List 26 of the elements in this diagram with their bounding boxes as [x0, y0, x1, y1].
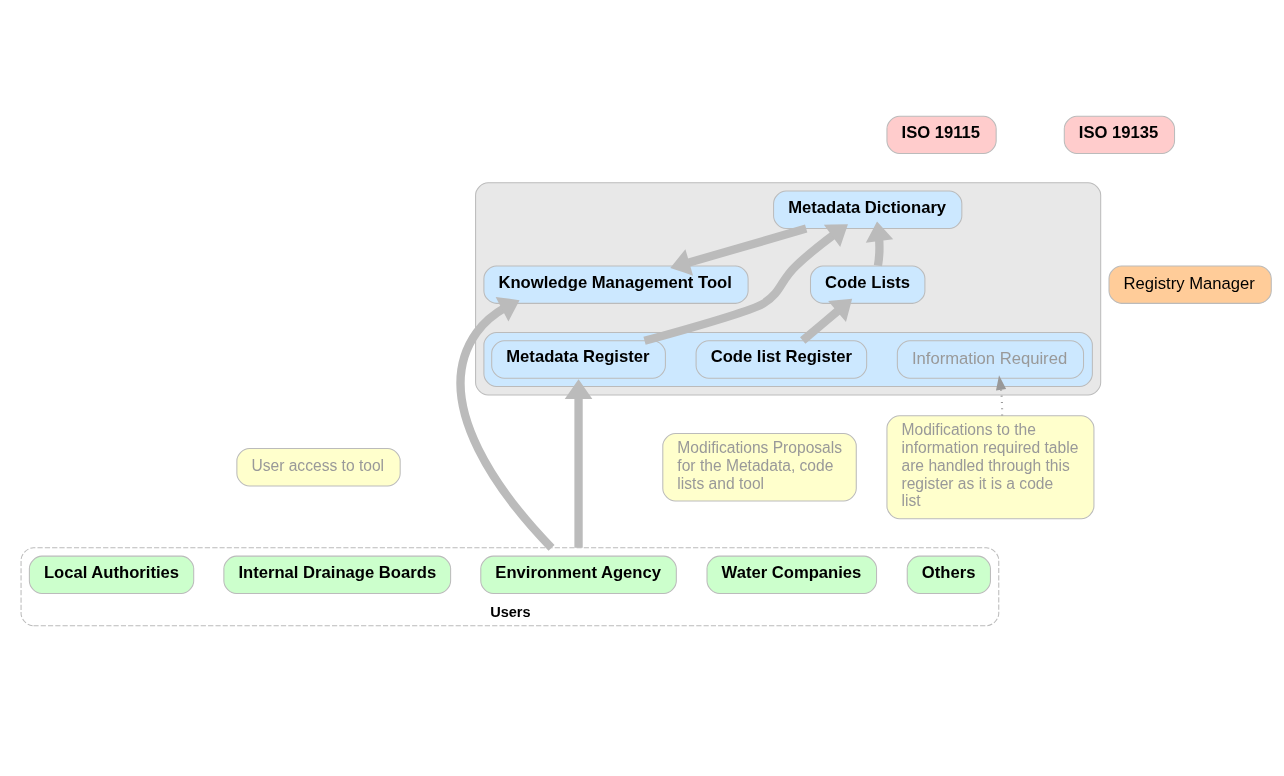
arrow — [996, 374, 1007, 416]
node-box: Modifications to the information required table are handled through this register as it is a code list — [886, 414, 1095, 519]
node-box: Metadata Register — [491, 339, 666, 379]
node-box: Environment Agency — [480, 555, 677, 594]
arrow — [643, 223, 848, 345]
node-box: Code Lists — [810, 264, 926, 304]
arrow — [456, 296, 555, 551]
cluster — [483, 331, 1093, 387]
node-box: Information Required — [896, 339, 1085, 379]
node-box: ISO 19115 — [886, 115, 997, 154]
node-box: Modifications Proposals for the Metadata, code lists and tool — [662, 432, 857, 501]
arrow — [865, 220, 894, 266]
node-box: Registry Manager — [1108, 264, 1272, 304]
node-box: Internal Drainage Boards — [223, 555, 452, 594]
node-box: Local Authorities — [28, 555, 195, 594]
arrow — [800, 298, 853, 344]
node-box: ISO 19135 — [1063, 115, 1176, 154]
arrow — [670, 224, 808, 276]
node-box: Code list Register — [695, 339, 868, 379]
node-box: Water Companies — [706, 555, 878, 594]
node-box: Others — [906, 555, 991, 594]
node-box: Knowledge Management Tool — [483, 264, 749, 304]
cluster — [475, 181, 1102, 395]
node-box: User access to tool — [236, 447, 401, 486]
arrow — [564, 378, 593, 548]
node-box: Metadata Dictionary — [773, 190, 963, 229]
